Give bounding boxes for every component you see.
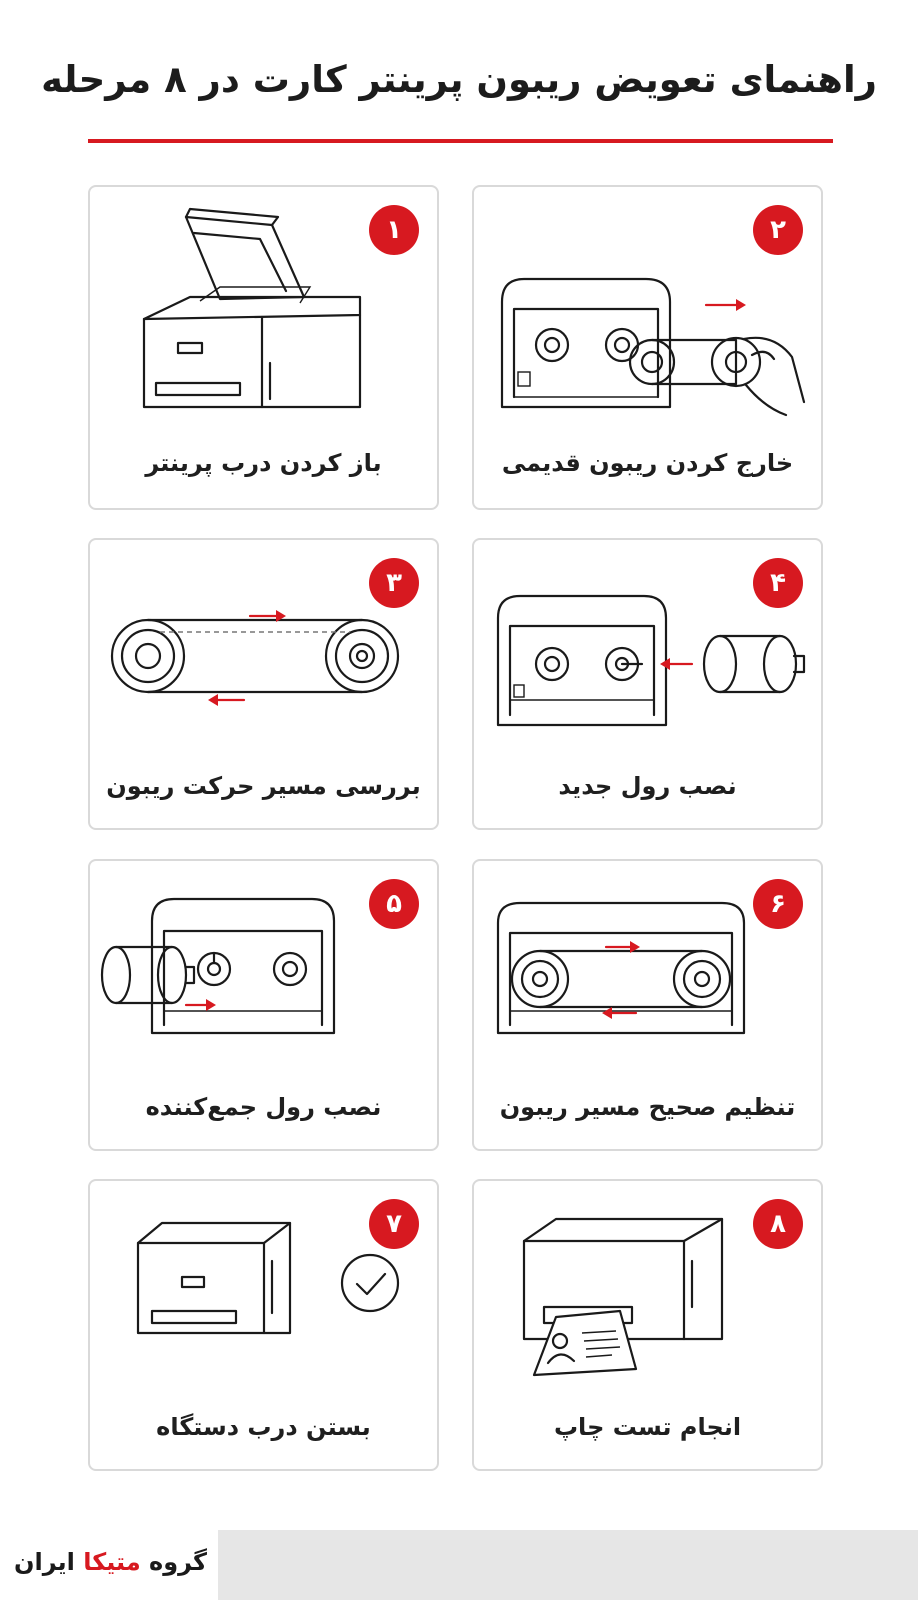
test-print-illustration [522,1217,724,1377]
ribbon-path-illustration [110,610,400,706]
step-caption: نصب رول جدید [558,772,737,800]
step-card-3: ۳ بررسی مسیر حرکت ریبون [88,538,439,830]
open-printer-lid-illustration [142,207,362,409]
step-card-1: ۱ باز کردن درب پرینتر [88,185,439,510]
step-caption: بررسی مسیر حرکت ریبون [106,772,421,800]
title-divider [88,139,833,143]
step-card-4: ۴ نصب رول جدید [472,538,823,830]
step-number-badge: ۷ [369,1199,419,1249]
step-number-badge: ۶ [753,879,803,929]
step-caption: باز کردن درب پرینتر [145,449,382,477]
page-title: راهنمای تعویض ریبون پرینتر کارت در ۸ مرح… [41,58,877,101]
step-caption: تنظیم صحیح مسیر ریبون [499,1093,796,1121]
close-printer-lid-illustration [136,1221,400,1335]
step-card-7: ۷ بستن درب دستگاه [88,1179,439,1471]
step-card-2: ۲ خارج کردن ریبون قدیمی [472,185,823,510]
step-number-badge: ۴ [753,558,803,608]
step-number-badge: ۲ [753,205,803,255]
step-card-6: ۶ تنظیم صحیح مسیر ریبون [472,859,823,1151]
brand-logo: گروه متیکا ایران [14,1548,207,1576]
step-card-5: ۵ نصب رول جمع‌کننده [88,859,439,1151]
brand-accent: متیکا [83,1548,141,1576]
adjust-ribbon-path-illustration [496,901,746,1035]
step-caption: نصب رول جمع‌کننده [145,1093,382,1121]
step-number-badge: ۸ [753,1199,803,1249]
remove-old-ribbon-illustration [500,277,806,417]
step-caption: خارج کردن ریبون قدیمی [501,449,794,477]
brand-suffix: ایران [14,1548,75,1576]
install-new-roll-illustration [496,594,806,727]
footer-bar [218,1530,918,1600]
brand-prefix: گروه [149,1548,208,1576]
step-caption: بستن درب دستگاه [156,1413,371,1441]
step-number-badge: ۱ [369,205,419,255]
step-number-badge: ۳ [369,558,419,608]
step-card-8: ۸ انجام تست چاپ [472,1179,823,1471]
step-caption: انجام تست چاپ [553,1413,742,1441]
install-takeup-roll-illustration [100,897,336,1035]
step-number-badge: ۵ [369,879,419,929]
